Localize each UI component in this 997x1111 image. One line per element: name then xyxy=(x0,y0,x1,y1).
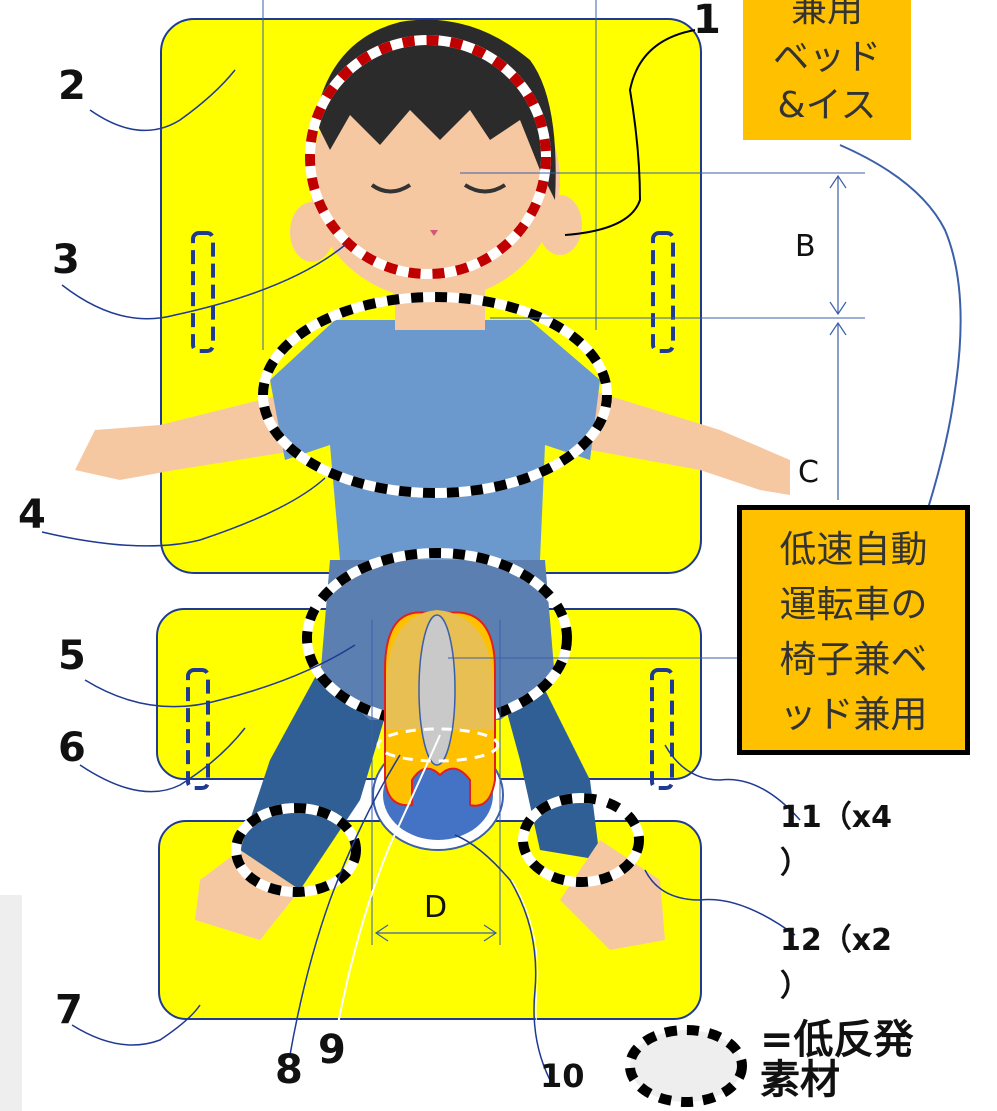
mouth xyxy=(430,230,438,236)
label-11-x4: 11（x4 ） xyxy=(780,800,892,881)
toilet-lid-stick xyxy=(418,614,456,766)
right-eye xyxy=(463,183,507,194)
handle-slot-top-right xyxy=(651,231,675,353)
label-9: 9 xyxy=(318,1027,346,1073)
label-8: 8 xyxy=(275,1047,303,1093)
leader-10 xyxy=(454,834,551,1081)
left-eye xyxy=(370,183,412,194)
leader-1 xyxy=(564,29,696,236)
gray-background-block xyxy=(0,895,22,1111)
leader-9 xyxy=(334,734,441,1041)
label-12-x2: 12（x2 ） xyxy=(780,923,892,1004)
main-note-box: 低速自動 運転車の 椅子兼ベ ッド兼用 xyxy=(737,505,970,755)
handle-slot-mid-right xyxy=(650,668,674,790)
arrow-top-note-to-main-note xyxy=(839,144,962,591)
dimension-label-b: B xyxy=(795,229,816,264)
label-6: 6 xyxy=(58,725,86,771)
leader-3 xyxy=(61,244,346,320)
left-leg xyxy=(240,650,390,890)
leader-11 xyxy=(664,744,801,821)
right-arm xyxy=(590,390,790,495)
shirt xyxy=(270,320,600,560)
handle-slot-top-left xyxy=(191,231,215,353)
leader-8 xyxy=(289,754,401,1056)
leader-2 xyxy=(89,69,236,132)
label-1: 1 xyxy=(693,0,721,43)
label-4: 4 xyxy=(18,492,46,538)
label-2: 2 xyxy=(58,63,86,109)
leader-4 xyxy=(41,477,326,547)
dimension-label-c: C xyxy=(798,455,819,490)
main-note-text: 低速自動 運転車の 椅子兼ベ ッド兼用 xyxy=(779,528,928,736)
label-3: 3 xyxy=(52,237,80,283)
label-7: 7 xyxy=(55,987,83,1033)
right-foot xyxy=(560,840,665,950)
legend-low-rebound-text: =低反発 素材 xyxy=(760,1017,914,1103)
leader-7 xyxy=(71,1004,201,1046)
legend-low-rebound-swatch xyxy=(625,1025,747,1107)
dimension-label-d: D xyxy=(424,890,448,925)
handle-slot-mid-left xyxy=(186,668,210,790)
left-foot xyxy=(195,850,300,940)
leader-12 xyxy=(644,869,796,936)
leader-6 xyxy=(79,727,246,793)
leader-5 xyxy=(84,644,356,708)
label-10: 10 xyxy=(540,1057,585,1095)
top-note-text: 兼用 ベッド &イス xyxy=(772,0,881,126)
left-arm xyxy=(75,390,300,480)
label-5: 5 xyxy=(58,633,86,679)
top-note-box: 兼用 ベッド &イス xyxy=(743,0,911,140)
